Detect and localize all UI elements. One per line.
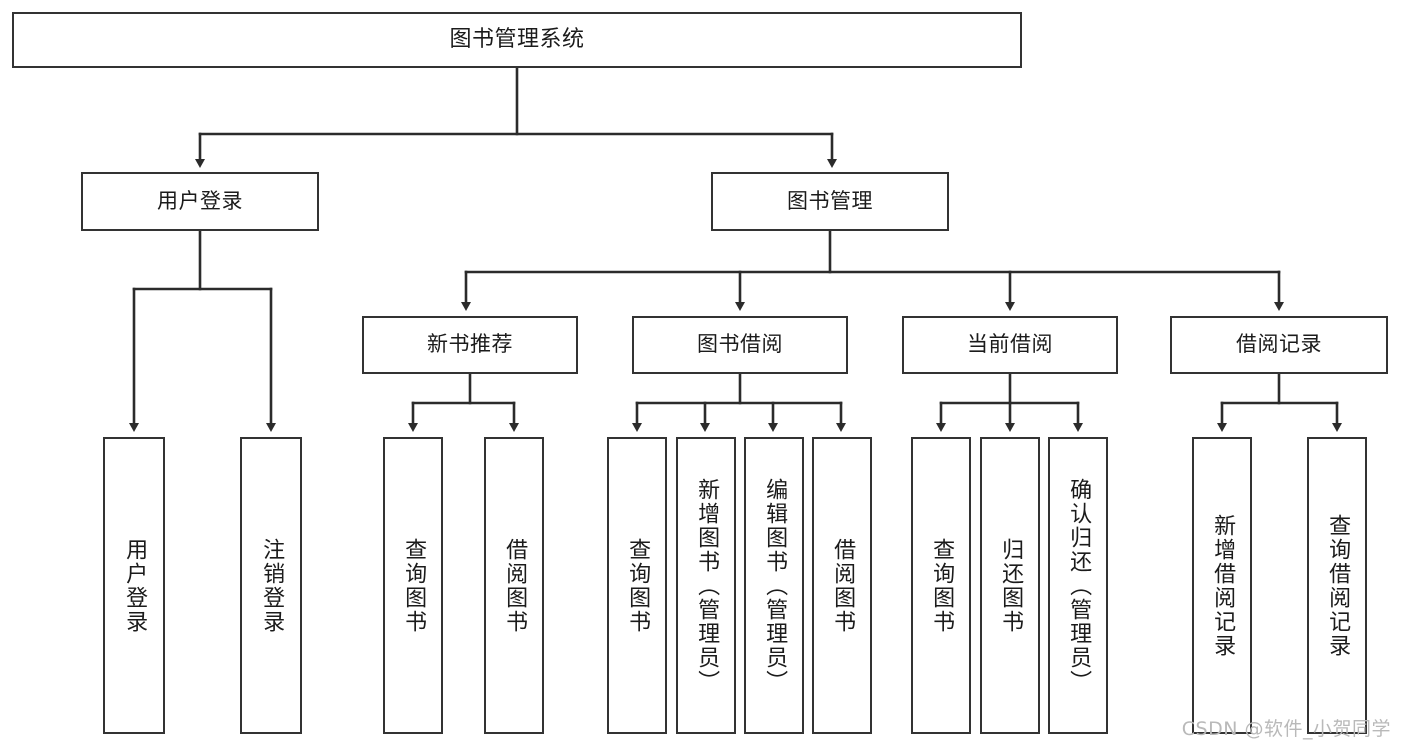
node-label: 查询图书 bbox=[929, 537, 955, 634]
node-leaf-confirm-return[interactable]: 确认归还（管理员） bbox=[1048, 437, 1108, 734]
node-leaf-borrow-book-recommend[interactable]: 借阅图书 bbox=[484, 437, 544, 734]
node-label: 当前借阅 bbox=[967, 332, 1053, 357]
node-new-book-recommend[interactable]: 新书推荐 bbox=[362, 316, 578, 374]
node-leaf-query-record[interactable]: 查询借阅记录 bbox=[1307, 437, 1367, 734]
node-leaf-query-book-borrow[interactable]: 查询图书 bbox=[607, 437, 667, 734]
node-label: 查询图书 bbox=[625, 537, 651, 634]
node-leaf-query-book-recommend[interactable]: 查询图书 bbox=[383, 437, 443, 734]
node-user-login[interactable]: 用户登录 bbox=[81, 172, 319, 231]
node-leaf-query-book-current[interactable]: 查询图书 bbox=[911, 437, 971, 734]
node-borrow-record[interactable]: 借阅记录 bbox=[1170, 316, 1388, 374]
node-label: 用户登录 bbox=[122, 537, 148, 634]
node-root-system[interactable]: 图书管理系统 bbox=[12, 12, 1022, 68]
node-label: 新书推荐 bbox=[427, 332, 513, 357]
node-label: 借阅图书 bbox=[502, 537, 528, 634]
node-current-borrow[interactable]: 当前借阅 bbox=[902, 316, 1118, 374]
node-label: 查询借阅记录 bbox=[1325, 513, 1351, 658]
node-label: 借阅记录 bbox=[1236, 332, 1322, 357]
node-leaf-borrow-book[interactable]: 借阅图书 bbox=[812, 437, 872, 734]
node-label: 图书借阅 bbox=[697, 332, 783, 357]
node-label: 借阅图书 bbox=[830, 537, 856, 634]
node-leaf-add-record[interactable]: 新增借阅记录 bbox=[1192, 437, 1252, 734]
node-label: 确认归还（管理员） bbox=[1066, 477, 1092, 694]
node-label: 图书管理 bbox=[787, 188, 873, 213]
node-leaf-logout-login[interactable]: 注销登录 bbox=[240, 437, 302, 734]
watermark-text: CSDN @软件_小贺同学 bbox=[1181, 718, 1391, 740]
node-label: 归还图书 bbox=[998, 537, 1024, 634]
node-label: 新增图书（管理员） bbox=[694, 477, 720, 694]
node-leaf-user-login[interactable]: 用户登录 bbox=[103, 437, 165, 734]
node-label: 用户登录 bbox=[157, 188, 243, 213]
node-book-borrow[interactable]: 图书借阅 bbox=[632, 316, 848, 374]
node-label: 编辑图书（管理员） bbox=[762, 477, 788, 694]
node-label: 查询图书 bbox=[401, 537, 427, 634]
node-book-manage[interactable]: 图书管理 bbox=[711, 172, 949, 231]
node-leaf-add-book[interactable]: 新增图书（管理员） bbox=[676, 437, 736, 734]
node-leaf-return-book[interactable]: 归还图书 bbox=[980, 437, 1040, 734]
node-label: 新增借阅记录 bbox=[1210, 513, 1236, 658]
node-label: 注销登录 bbox=[259, 537, 285, 634]
node-leaf-edit-book[interactable]: 编辑图书（管理员） bbox=[744, 437, 804, 734]
node-label: 图书管理系统 bbox=[449, 26, 585, 52]
